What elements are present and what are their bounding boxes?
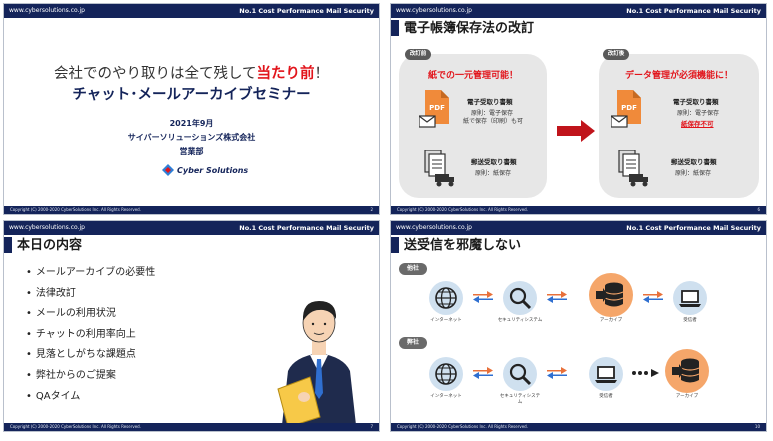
slide-thumbnail-3[interactable]: www.cybersolutions.co.jp No.1 Cost Perfo…	[3, 220, 380, 432]
slide-thumbnail-2[interactable]: www.cybersolutions.co.jp No.1 Cost Perfo…	[390, 3, 767, 215]
agenda-item: メールアーカイブの必要性	[26, 263, 155, 284]
slide-header: www.cybersolutions.co.jp No.1 Cost Perfo…	[4, 4, 379, 18]
after-pill: 改訂後	[603, 49, 629, 60]
page-number: 2	[370, 207, 373, 212]
agenda-item: 見落としがちな課題点	[26, 345, 155, 366]
slide-footer: Copyright (C) 2000-2020 CyberSolutions I…	[391, 206, 766, 214]
agenda-item: 法律改訂	[26, 284, 155, 305]
pdf-mail-icon: PDF	[611, 90, 641, 128]
seminar-subtitle: チャット･メールアーカイブセミナー	[72, 87, 311, 103]
logo-mark-icon	[162, 164, 174, 176]
globe-icon	[429, 357, 463, 391]
group-label-our-company: 弊社	[399, 337, 427, 349]
svg-text:PDF: PDF	[621, 104, 637, 112]
slide-footer: Copyright (C) 2000-2020 CyberSolutions I…	[4, 206, 379, 214]
agenda-item: メールの利用状況	[26, 304, 155, 325]
after-heading: データ管理が必須機能に！	[624, 71, 733, 81]
slide-title: 送受信を邪魔しない	[404, 238, 522, 253]
slide-thumbnail-1[interactable]: www.cybersolutions.co.jp No.1 Cost Perfo…	[3, 3, 380, 215]
slide-footer: Copyright (C) 2000-2020 CyberSolutions I…	[391, 423, 766, 431]
slide-thumbnail-4[interactable]: www.cybersolutions.co.jp No.1 Cost Perfo…	[390, 220, 767, 432]
bidirectional-arrows-icon	[643, 291, 663, 303]
laptop-icon	[589, 357, 623, 391]
agenda-item: QAタイム	[26, 387, 155, 408]
agenda-item: 弊社からのご提案	[26, 366, 155, 387]
company-logo: Cyber Solutions	[162, 162, 248, 178]
header-url: www.cybersolutions.co.jp	[9, 7, 85, 14]
slide-header: www.cybersolutions.co.jp No.1 Cost Perfo…	[391, 221, 766, 235]
slide-footer: Copyright (C) 2000-2020 CyberSolutions I…	[4, 423, 379, 431]
magnifier-icon	[503, 281, 537, 315]
company-name: サイバーソリューションズ株式会社	[127, 133, 256, 142]
header-tagline: No.1 Cost Performance Mail Security	[239, 7, 374, 15]
archive-label: アーカイブ	[599, 318, 623, 323]
svg-text:PDF: PDF	[429, 104, 445, 112]
businessman-illustration	[277, 301, 356, 425]
archive-database-icon	[589, 273, 633, 317]
before-pill: 改訂前	[405, 49, 431, 60]
bidirectional-arrows-icon	[473, 367, 493, 379]
bidirectional-arrows-icon	[547, 291, 567, 303]
bidirectional-arrows-icon	[473, 291, 493, 303]
right-arrow-icon	[557, 120, 595, 142]
edoc-title: 電子受取り書類	[467, 98, 513, 106]
group-label-other-company: 他社	[399, 263, 427, 275]
page-number: 7	[370, 424, 373, 429]
before-heading: 紙での一元管理可能！	[427, 71, 518, 81]
mail-docs-truck-icon	[618, 150, 648, 187]
laptop-icon	[673, 281, 707, 315]
department: 営業部	[179, 147, 204, 156]
pdf-mail-icon: PDF	[419, 90, 449, 128]
slide-title: 本日の内容	[17, 238, 83, 253]
paper-not-allowed: 紙保存不可	[681, 120, 714, 128]
globe-icon	[429, 281, 463, 315]
agenda-item: チャットの利用率向上	[26, 325, 155, 346]
mail-doc-title: 郵送受取り書類	[471, 158, 517, 166]
title-accent	[4, 237, 12, 253]
magnifier-icon	[503, 357, 537, 391]
dotted-arrow-icon	[632, 369, 659, 377]
archive-label: アーカイブ	[675, 394, 699, 399]
page-number: 10	[754, 424, 760, 429]
seminar-title: 会社でのやり取りは全て残して当たり前！	[53, 66, 330, 82]
slide-header: www.cybersolutions.co.jp No.1 Cost Perfo…	[391, 4, 766, 18]
slide-title: 電子帳簿保存法の改訂	[404, 21, 535, 36]
mail-docs-truck-icon	[424, 150, 454, 187]
slide-header: www.cybersolutions.co.jp No.1 Cost Perfo…	[4, 221, 379, 235]
bidirectional-arrows-icon	[547, 367, 567, 379]
seminar-date: 2021年9月	[169, 119, 214, 128]
agenda-list: メールアーカイブの必要性 法律改訂 メールの利用状況 チャットの利用率向上 見落…	[26, 263, 155, 407]
page-number: 6	[757, 207, 760, 212]
title-accent	[391, 237, 399, 253]
archive-database-icon	[665, 349, 709, 393]
title-accent	[391, 20, 399, 36]
